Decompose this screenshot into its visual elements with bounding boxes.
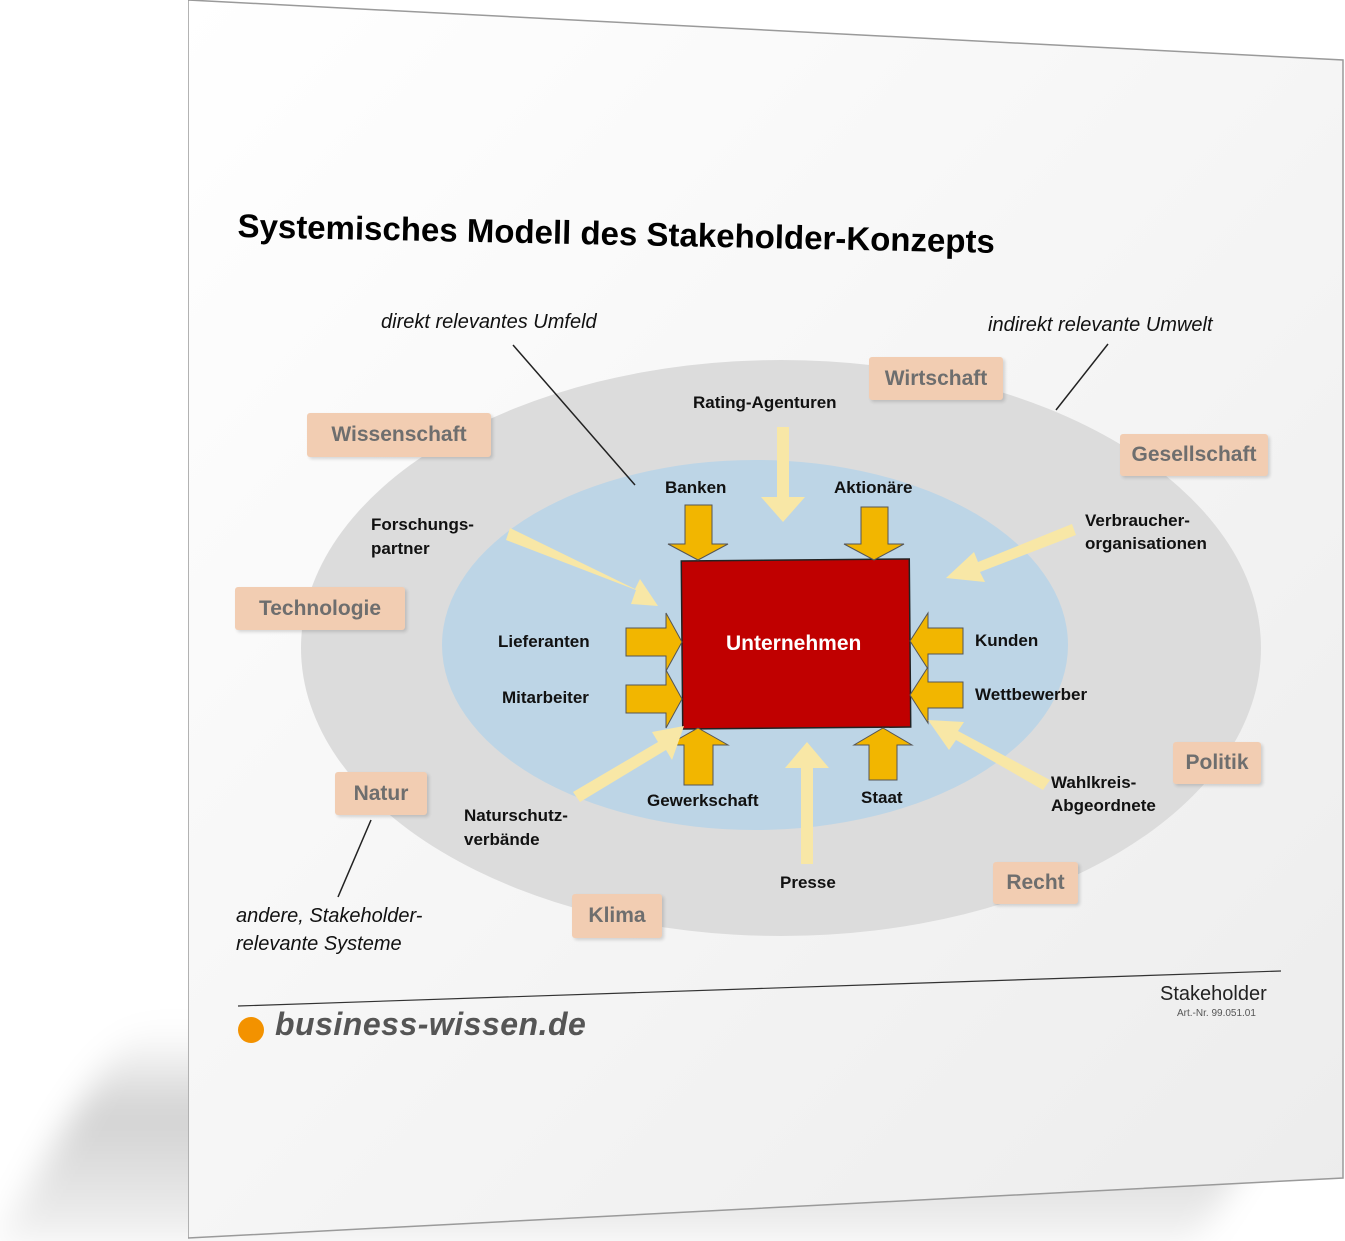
label-verbraucher-line2: organisationen [1085, 534, 1207, 553]
arrow-wahlkreis-abgeordnete [928, 720, 1050, 790]
annotation-other-line1: andere, Stakeholder- [236, 905, 423, 927]
label-aktionaere: Aktionäre [834, 478, 913, 497]
system-klima: Klima [572, 894, 662, 938]
system-wissenschaft: Wissenschaft [307, 413, 491, 457]
footer-doc-title: Stakeholder [1160, 983, 1267, 1005]
label-staat: Staat [861, 788, 903, 807]
label-kunden: Kunden [975, 631, 1039, 650]
arrow-rating-agenturen [761, 427, 805, 522]
system-politik: Politik [1173, 742, 1261, 784]
arrow-presse [785, 742, 829, 864]
center-label: Unternehmen [726, 632, 862, 655]
label-wahlkreis-line1: Wahlkreis- [1051, 773, 1137, 792]
arrow-aktionaere [843, 506, 905, 561]
label-banken: Banken [665, 478, 727, 497]
label-rating-agenturen: Rating-Agenturen [693, 393, 837, 412]
leader-line-other [337, 819, 372, 898]
label-naturschutz-line2: verbände [464, 830, 540, 849]
annotation-other-line2: relevante Systeme [236, 933, 402, 955]
diagram-canvas [188, 0, 1344, 1239]
annotation-indirect: indirekt relevante Umwelt [988, 314, 1213, 336]
system-recht: Recht [993, 862, 1078, 904]
footer-rule [237, 970, 1282, 1007]
label-forschungspartner-line1: Forschungs- [371, 515, 474, 534]
leader-line-indirect [1055, 343, 1109, 411]
arrow-mitarbeiter [625, 669, 683, 729]
label-gewerkschaft: Gewerkschaft [647, 791, 759, 810]
label-naturschutz-line1: Naturschutz- [464, 806, 568, 825]
system-natur: Natur [335, 772, 427, 815]
arrow-staat [852, 727, 914, 781]
system-technologie: Technologie [235, 587, 405, 630]
label-lieferanten: Lieferanten [498, 632, 590, 651]
arrow-naturschutzverbaende [573, 726, 684, 802]
label-wahlkreis-line2: Abgeordnete [1051, 796, 1156, 815]
brand-dot [238, 1017, 264, 1043]
system-gesellschaft: Gesellschaft [1120, 434, 1268, 476]
light-arrows [506, 427, 1076, 864]
center-box [680, 558, 912, 730]
label-presse: Presse [780, 873, 836, 892]
arrow-wettbewerber [909, 665, 964, 725]
leader-line-direct [512, 344, 636, 486]
brand-logo-text: business-wissen.de [275, 1006, 587, 1042]
arrow-forschungspartner [506, 528, 658, 606]
arrow-banken [667, 504, 729, 561]
arrow-kunden [909, 611, 964, 671]
label-wettbewerber: Wettbewerber [975, 685, 1088, 704]
document-sheet: Systemisches Modell des Stakeholder-Konz… [188, 0, 1345, 1241]
label-verbraucher-line1: Verbraucher- [1085, 511, 1190, 530]
label-forschungspartner-line2: partner [371, 539, 430, 558]
annotation-direct: direkt relevantes Umfeld [381, 311, 597, 333]
arrow-verbraucherorganisationen [946, 524, 1076, 582]
footer-article-number: Art.-Nr. 99.051.01 [1177, 1008, 1256, 1019]
system-wirtschaft: Wirtschaft [869, 357, 1003, 400]
label-mitarbeiter: Mitarbeiter [502, 688, 589, 707]
arrow-lieferanten [625, 612, 683, 672]
